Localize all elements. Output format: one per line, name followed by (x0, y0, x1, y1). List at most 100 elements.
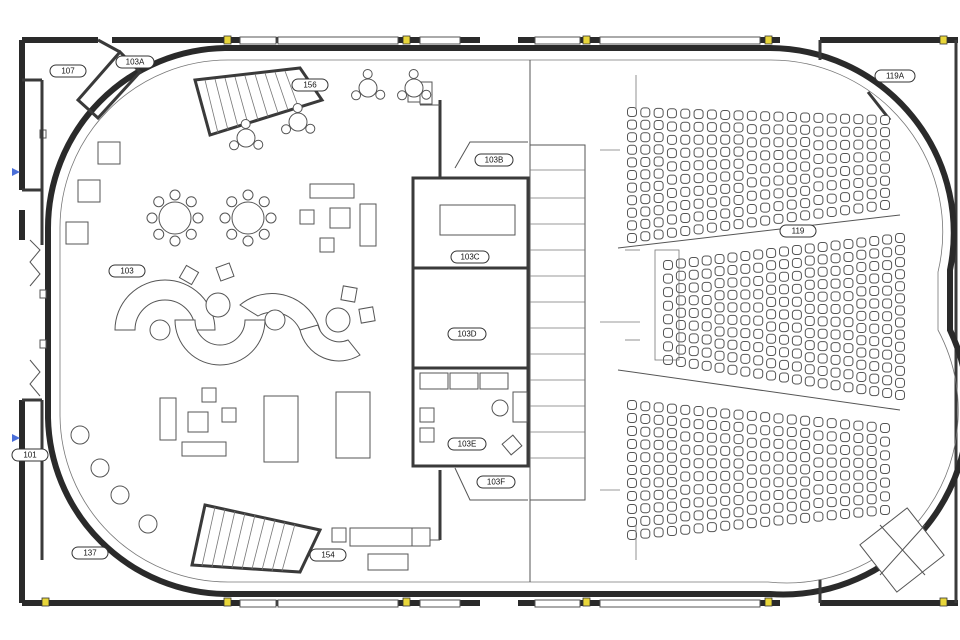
seat (675, 270, 686, 281)
seat (826, 140, 837, 151)
seat (895, 245, 905, 256)
chair (242, 189, 254, 201)
seat (800, 427, 811, 438)
seat (760, 503, 771, 514)
seat (779, 246, 789, 257)
round-table (231, 201, 265, 235)
seat (866, 151, 877, 162)
seat (680, 199, 691, 210)
seat (830, 240, 841, 251)
seat (733, 446, 744, 457)
seat (866, 445, 877, 456)
seat (813, 484, 824, 495)
seat (693, 173, 704, 184)
seat (813, 430, 824, 441)
seat (895, 377, 905, 388)
seat (826, 418, 837, 429)
seat (869, 286, 880, 297)
seat (740, 289, 751, 300)
seat (760, 176, 771, 187)
seat (791, 245, 802, 255)
seat (804, 352, 815, 363)
seat (663, 300, 673, 311)
seat (627, 452, 637, 462)
chair (240, 119, 251, 130)
seat (800, 512, 811, 523)
chair (408, 69, 419, 80)
seat (753, 315, 764, 326)
seat (693, 471, 704, 482)
seat (866, 494, 877, 505)
seat (653, 132, 664, 143)
seat (882, 362, 893, 373)
seat (706, 184, 717, 195)
seat (640, 194, 651, 205)
seat (866, 458, 877, 469)
seat (817, 291, 828, 302)
chair (397, 90, 408, 101)
seat (740, 251, 751, 261)
seat (826, 470, 837, 481)
seat (866, 421, 877, 432)
seat (653, 477, 664, 488)
seat (866, 114, 877, 125)
seat (853, 420, 864, 431)
seat (746, 150, 757, 161)
seat (804, 376, 815, 387)
seat (773, 175, 784, 186)
room-tag-137: 137 (71, 546, 109, 560)
seat (666, 148, 677, 159)
seat (895, 317, 905, 328)
seat (746, 177, 757, 188)
seat (720, 196, 731, 207)
seat (869, 261, 880, 272)
seat (680, 484, 691, 495)
svg-text:103: 103 (120, 267, 134, 276)
seat (766, 248, 777, 258)
seat (773, 188, 784, 199)
seat (666, 121, 677, 132)
left-rooms (22, 38, 143, 560)
seat (760, 137, 771, 148)
seat (627, 465, 637, 475)
seat (760, 516, 771, 527)
seat (753, 289, 764, 300)
seat (653, 414, 664, 425)
seat (843, 252, 854, 263)
seat (640, 156, 651, 167)
seat (817, 378, 828, 389)
seat (856, 237, 867, 248)
seat (653, 205, 664, 216)
seat (693, 432, 704, 443)
chair (421, 89, 432, 100)
seat (627, 233, 637, 243)
chair (258, 196, 270, 208)
room-tag-103a: 103A (115, 55, 155, 69)
seat (773, 111, 784, 122)
seat (880, 505, 890, 515)
seat (714, 326, 725, 337)
seat (869, 373, 880, 384)
seat (666, 464, 677, 475)
seat (800, 210, 811, 221)
seat (675, 356, 686, 367)
seat (880, 139, 890, 150)
perimeter-table (70, 425, 90, 445)
seat (856, 347, 867, 358)
seat (720, 495, 731, 506)
seat (653, 527, 664, 538)
seat (882, 298, 893, 309)
chair (229, 140, 240, 151)
seat (880, 436, 890, 447)
seat (804, 291, 815, 302)
seat (714, 278, 725, 289)
room-tag-103c: 103C (450, 250, 490, 264)
seat (666, 201, 677, 212)
seat (840, 126, 851, 137)
seat (706, 122, 717, 133)
seat (786, 489, 797, 500)
seat (786, 162, 797, 173)
seat (733, 495, 744, 506)
seat (666, 161, 677, 172)
seat (653, 229, 664, 240)
